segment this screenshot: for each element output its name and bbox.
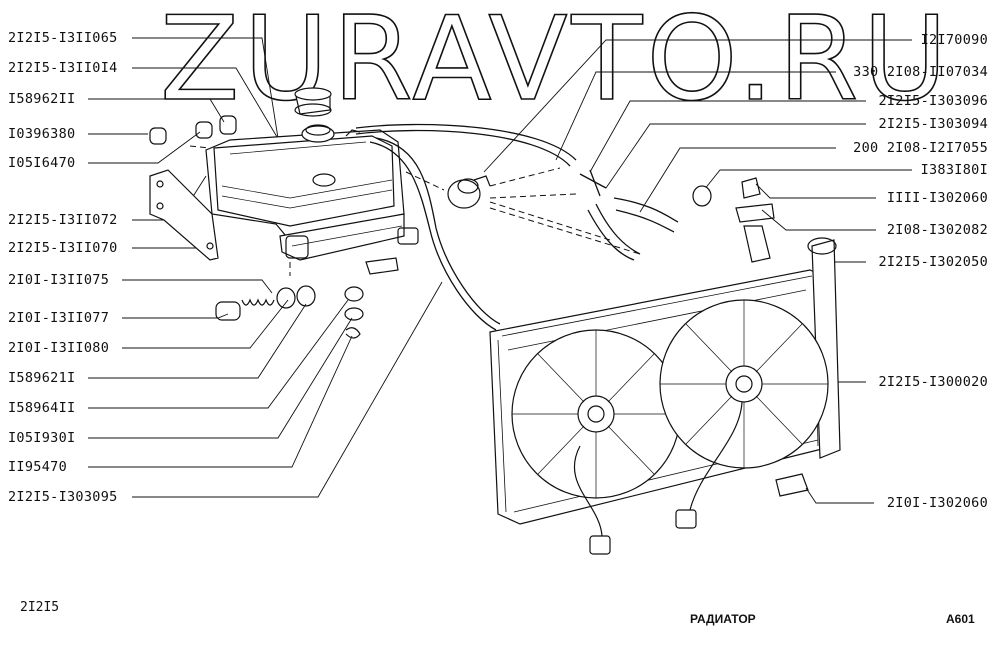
leader-line	[805, 487, 874, 504]
fan-connector-left	[589, 535, 611, 555]
part-label: 2I2I5-I303095	[8, 489, 118, 505]
leader-line	[555, 71, 836, 161]
part-label: 2I2I5-I302050	[878, 254, 988, 270]
leader-line	[589, 100, 866, 173]
page-code: A601	[946, 612, 975, 626]
part-label: I383I80I	[920, 162, 988, 178]
leader-line	[122, 299, 289, 349]
part-label: II95470	[8, 459, 67, 475]
leader-lines-right	[483, 39, 912, 504]
leader-line	[88, 303, 307, 379]
fan-shroud-left	[511, 329, 681, 499]
part-label: 330 2I08-II07034	[853, 64, 988, 80]
bushing-spring-set	[215, 285, 364, 339]
filler-cap	[294, 87, 332, 117]
leader-line	[132, 37, 279, 139]
assembly-arrows	[189, 145, 641, 276]
leader-line	[132, 281, 443, 498]
part-label: I2I70090	[920, 32, 988, 48]
part-label: I58962II	[8, 91, 76, 107]
part-label: IIII-I302060	[886, 190, 988, 206]
part-label: 2I2I5-I3II070	[8, 240, 118, 256]
part-label: 2I2I5-I303094	[878, 116, 988, 132]
part-label: I58964II	[8, 400, 76, 416]
expansion-tank	[205, 124, 419, 275]
grommets	[149, 115, 237, 145]
part-label: 2I0I-I302060	[886, 495, 988, 511]
leader-lines-left	[88, 37, 443, 498]
leader-line	[755, 183, 876, 199]
leader-line	[88, 131, 201, 164]
watermark-text: ZURAVTO.RU	[159, 0, 952, 127]
part-label: 2I0I-I3II075	[8, 272, 110, 288]
leader-line	[639, 147, 836, 213]
part-label: 2I2I5-I3II0I4	[8, 60, 118, 76]
leader-line	[88, 98, 225, 123]
tank-side-pipe	[397, 227, 419, 245]
leader-line	[88, 335, 353, 468]
part-label: 2I0I-I3II080	[8, 340, 110, 356]
part-label: 2I2I5-I300020	[878, 374, 988, 390]
leader-line	[132, 67, 281, 143]
page-title: РАДИАТОР	[690, 612, 756, 626]
part-label: 2I08-I302082	[886, 222, 988, 238]
leader-line	[605, 123, 866, 189]
part-label: I05I6470	[8, 155, 76, 171]
leader-line	[483, 39, 912, 173]
part-label: I589621I	[8, 370, 76, 386]
part-label: 2I0I-I3II077	[8, 310, 110, 326]
tank-level-cap	[312, 173, 336, 187]
model-code: 2I2I5	[20, 600, 60, 615]
leader-line	[122, 313, 229, 319]
leader-line	[88, 317, 353, 439]
radiator-plug-and-brackets	[692, 177, 809, 497]
part-label: I05I930I	[8, 430, 76, 446]
leader-line	[761, 209, 876, 231]
tank-bracket	[149, 169, 219, 261]
radiator-inlet-pipe	[807, 237, 837, 255]
part-label: 200 2I08-I2I7055	[853, 140, 988, 156]
fan-shroud-right	[659, 299, 829, 469]
leader-line	[122, 279, 273, 294]
part-label: I0396380	[8, 126, 76, 142]
part-label: 2I2I5-I3II072	[8, 212, 118, 228]
leader-line	[703, 169, 912, 191]
coolant-hoses	[355, 123, 679, 331]
fan-connector-right	[675, 509, 697, 529]
fan-wiring	[573, 401, 743, 555]
tank-outlet-pipe	[285, 235, 309, 259]
temperature-sensor	[447, 175, 491, 209]
leader-line	[88, 299, 349, 409]
part-label: 2I2I5-I303096	[878, 93, 988, 109]
tank-neck	[301, 125, 335, 143]
part-label: 2I2I5-I3II065	[8, 30, 118, 46]
